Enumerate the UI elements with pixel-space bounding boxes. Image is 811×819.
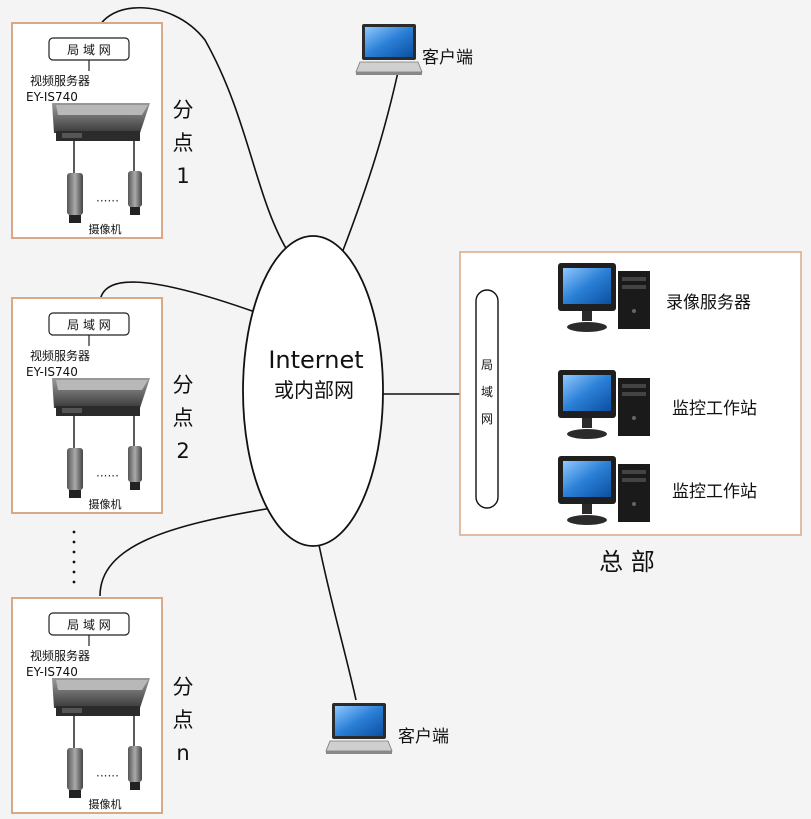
laptop-icon (355, 23, 423, 76)
link-client-top (341, 71, 399, 254)
station-label: 监控工作站 (672, 399, 757, 419)
site-label-number: 1 (176, 164, 189, 188)
camera-label: 摄像机 (89, 222, 122, 236)
station-label: 监控工作站 (672, 482, 757, 502)
client-label-top: 客户端 (422, 48, 473, 68)
server-model: EY-IS740 (26, 365, 78, 379)
link-client-bottom (317, 539, 357, 701)
site-label-number: 2 (176, 439, 189, 463)
server-model: EY-IS740 (26, 90, 78, 104)
server-model: EY-IS740 (26, 665, 78, 679)
hq-lan-char: 网 (481, 412, 493, 426)
site-label-char-1: 分 (173, 373, 194, 397)
site-label-char-1: 分 (173, 675, 194, 699)
site-label-char-2: 点 (173, 708, 194, 732)
site-label-char-2: 点 (173, 131, 194, 155)
station-label: 录像服务器 (666, 293, 751, 313)
server-name: 视频服务器 (30, 73, 90, 88)
site-label-number: n (176, 741, 189, 765)
site-label-char-2: 点 (173, 406, 194, 430)
hq-lan-bar (475, 289, 499, 509)
site-label-char-1: 分 (173, 98, 194, 122)
internet-cloud: Internet 或内部网 (242, 235, 384, 547)
more-sites-ellipsis (72, 530, 76, 584)
server-name: 视频服务器 (30, 648, 90, 663)
branch-site-2: 局 域 网 视频服务器 EY-IS740 摄像机 (11, 297, 163, 514)
internet-label: Internet (268, 346, 363, 374)
headquarters: 局 域 网 录像服务器 监控工作站 监控工作站 (459, 251, 802, 536)
camera-label: 摄像机 (89, 797, 122, 811)
branch-site-n: 局 域 网 视频服务器 EY-IS740 摄像机 (11, 597, 163, 814)
link-branch-n (99, 507, 273, 597)
camera-label: 摄像机 (89, 497, 122, 511)
internet-sublabel: 或内部网 (274, 378, 354, 402)
hq-lan-char: 域 (481, 385, 493, 399)
client-label-bottom: 客户端 (398, 727, 449, 747)
lan-label: 局 域 网 (67, 318, 111, 332)
lan-label: 局 域 网 (67, 43, 111, 57)
server-name: 视频服务器 (30, 348, 90, 363)
lan-label: 局 域 网 (67, 618, 111, 632)
laptop-icon (325, 702, 393, 755)
hq-title: 总 部 (599, 548, 655, 576)
branch-site-1: 局 域 网 视频服务器 EY-IS740 摄像机 (11, 22, 163, 239)
hq-lan-char: 局 (481, 358, 493, 372)
link-branch-1 (95, 7, 291, 256)
